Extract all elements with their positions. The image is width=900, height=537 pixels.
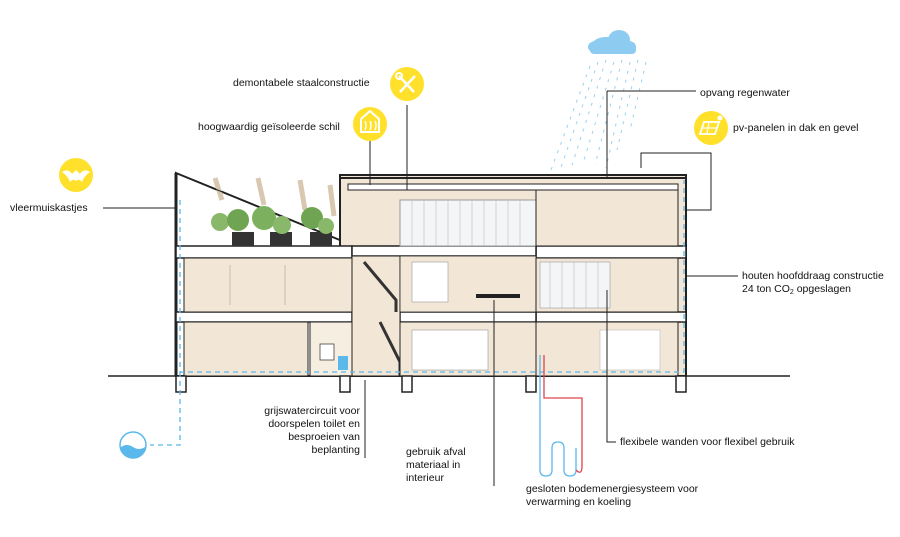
wrench-screwdriver-icon xyxy=(390,67,424,101)
label-timber-line2-sub: 2 xyxy=(789,289,794,296)
blue-valve xyxy=(338,356,348,370)
label-flexible-walls: flexibele wanden voor flexibel gebruik xyxy=(620,436,795,448)
label-waste-material: gebruik afval materiaal in interieur xyxy=(406,446,466,484)
label-grey-water: grijswatercircuit voor doorspelen toilet… xyxy=(264,405,360,456)
water-tank-icon xyxy=(119,431,147,459)
label-steel-construction: demontabele staalconstructie xyxy=(233,77,370,89)
roof-plants xyxy=(211,206,334,246)
label-rainwater: opvang regenwater xyxy=(700,87,790,99)
insulation-line xyxy=(179,180,685,373)
bat-icon xyxy=(59,158,93,192)
rain-cloud-icon xyxy=(588,30,636,54)
leader-lines xyxy=(103,90,738,486)
label-geothermal: gesloten bodemenergiesysteem voor verwar… xyxy=(526,483,699,508)
grey-water-pipe xyxy=(150,372,181,446)
floor-slabs xyxy=(175,245,687,323)
label-timber-line2-pre: 24 ton CO xyxy=(742,283,790,295)
solar-panel-icon xyxy=(694,111,728,145)
label-timber-structure: houten hoofddraag constructie 24 ton CO2… xyxy=(742,270,884,299)
foundations xyxy=(175,375,687,393)
left-rooms xyxy=(183,257,353,377)
geothermal-loop xyxy=(539,355,583,477)
rain-drops xyxy=(547,59,647,179)
insulated-shell-icon xyxy=(353,107,387,141)
label-bat-boxes: vleermuiskastjes xyxy=(10,202,88,214)
label-timber-line1: houten hoofddraag constructie xyxy=(742,270,884,282)
label-timber-line2-post: opgeslagen xyxy=(793,283,851,295)
atrium xyxy=(351,199,537,377)
label-insulated-shell: hoogwaardig geïsoleerde schil xyxy=(198,121,340,133)
label-pv-panels: pv-panelen in dak en gevel xyxy=(733,122,859,134)
